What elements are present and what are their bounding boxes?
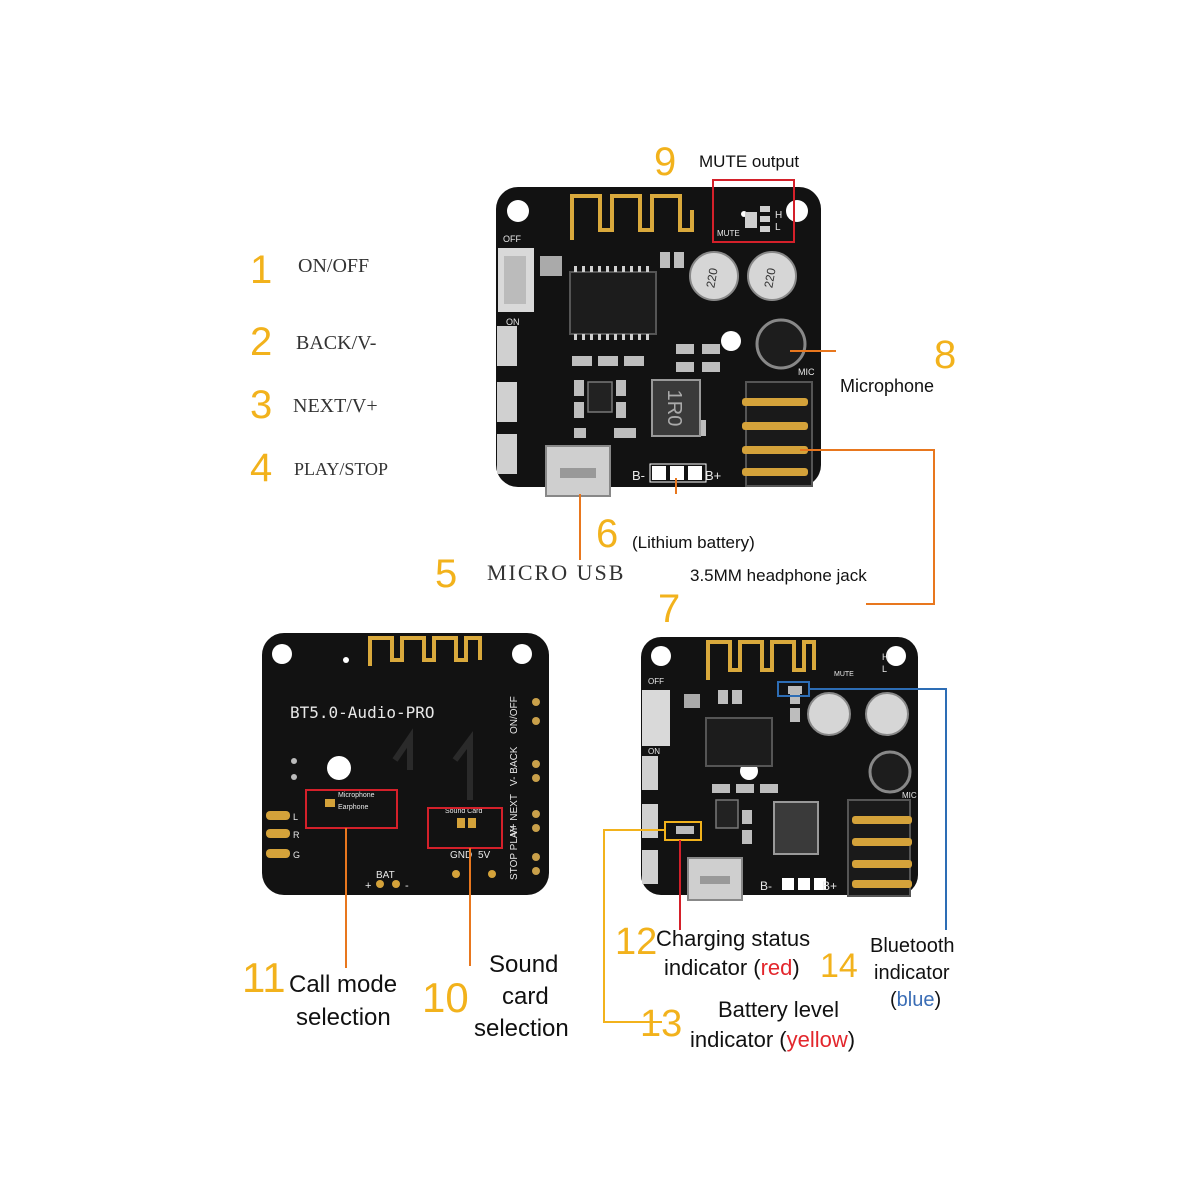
- svg-text:Sound Card: Sound Card: [445, 808, 482, 815]
- number-9: 9: [654, 140, 676, 184]
- label-sound-2: card: [502, 983, 549, 1010]
- number-7: 7: [658, 587, 680, 631]
- label-battery-2: indicator (yellow): [690, 1027, 855, 1052]
- battery-line: [603, 829, 665, 1023]
- label-microphone: Microphone: [840, 376, 934, 396]
- svg-text:5V: 5V: [478, 850, 491, 861]
- label-play: PLAY/STOP: [294, 459, 388, 479]
- sound-card-box: [427, 807, 503, 849]
- label-call-mode-1: Call mode: [289, 971, 397, 998]
- inductor: [651, 379, 701, 437]
- svg-text:OFF: OFF: [503, 234, 521, 244]
- label-bluetooth-3: (blue): [890, 989, 941, 1011]
- svg-text:B+: B+: [705, 468, 721, 483]
- top-board: 1R0 220 220 OFF ON MUTE H L MIC B- B+: [496, 187, 821, 497]
- svg-text:B-: B-: [632, 468, 645, 483]
- label-mute: MUTE output: [699, 152, 799, 171]
- bluetooth-line: [809, 688, 947, 930]
- svg-text:220: 220: [703, 267, 720, 289]
- microphone-part: [755, 318, 807, 370]
- svg-text:V+ NEXT: V+ NEXT: [509, 794, 520, 836]
- svg-text:-: -: [405, 880, 409, 892]
- svg-text:ON/OFF: ON/OFF: [509, 696, 520, 734]
- label-headphone: 3.5MM headphone jack: [690, 566, 867, 585]
- label-next: NEXT/V+: [293, 395, 378, 417]
- main-chip: [569, 271, 657, 335]
- label-sound-3: selection: [474, 1015, 569, 1042]
- next-button: [497, 382, 517, 422]
- number-11: 11: [242, 954, 286, 1001]
- svg-text:ON: ON: [648, 747, 660, 756]
- capacitor-2: [747, 251, 797, 301]
- svg-text:Microphone: Microphone: [338, 792, 375, 799]
- svg-text:L: L: [293, 812, 298, 822]
- svg-text:STOP PLAY: STOP PLAY: [509, 825, 520, 880]
- number-8: 8: [934, 333, 956, 377]
- label-sound-1: Sound: [489, 951, 558, 978]
- svg-text:MIC: MIC: [902, 791, 917, 800]
- back-button: [497, 326, 517, 366]
- number-4: 4: [250, 446, 272, 490]
- svg-text:MIC: MIC: [798, 367, 815, 377]
- svg-text:V- BACK: V- BACK: [509, 746, 520, 786]
- svg-text:BAT: BAT: [376, 870, 395, 881]
- play-button: [497, 434, 517, 474]
- number-13: 13: [640, 1003, 682, 1045]
- label-call-mode-2: selection: [296, 1004, 391, 1031]
- svg-text:R: R: [293, 830, 300, 840]
- number-1: 1: [250, 248, 272, 292]
- svg-text:H: H: [775, 210, 782, 221]
- label-bluetooth-2: indicator: [874, 962, 950, 984]
- svg-text:L: L: [882, 664, 887, 674]
- back-board: BT5.0-Audio-PRO ON/OFF V- BACK V+ NEXT S…: [262, 633, 549, 895]
- label-battery-1: Battery level: [718, 997, 839, 1022]
- back-board-title: BT5.0-Audio-PRO: [290, 703, 435, 722]
- number-5: 5: [435, 552, 457, 596]
- svg-text:L: L: [775, 222, 781, 233]
- front-board-2: B- B+ OFF ON MUTE H L MIC: [641, 637, 918, 901]
- svg-text:B+: B+: [822, 879, 837, 893]
- label-bluetooth-1: Bluetooth: [870, 935, 955, 957]
- svg-text:MUTE: MUTE: [717, 229, 740, 238]
- label-on-off: ON/OFF: [298, 255, 369, 277]
- capacitor-1: [689, 251, 739, 301]
- svg-text:G: G: [293, 850, 300, 860]
- label-lithium: (Lithium battery): [632, 533, 755, 552]
- number-2: 2: [250, 320, 272, 364]
- number-3: 3: [250, 383, 272, 427]
- mute-box: [712, 179, 795, 243]
- number-14: 14: [820, 947, 858, 985]
- svg-text:H: H: [882, 652, 889, 662]
- number-6: 6: [596, 512, 618, 556]
- svg-text:OFF: OFF: [648, 677, 664, 686]
- label-charging-2: indicator (red): [664, 955, 800, 980]
- svg-text:220: 220: [761, 267, 778, 289]
- number-12: 12: [615, 921, 657, 963]
- svg-text:ON: ON: [506, 317, 520, 327]
- svg-text:1R0: 1R0: [663, 390, 685, 427]
- svg-text:GND: GND: [450, 850, 472, 861]
- svg-text:B-: B-: [760, 879, 772, 893]
- number-10: 10: [422, 974, 469, 1021]
- svg-text:Earphone: Earphone: [338, 804, 368, 811]
- label-micro-usb: MICRO USB: [487, 560, 625, 585]
- call-mode-box: [305, 789, 398, 829]
- jack-callout-line: [800, 449, 935, 605]
- label-charging-1: Charging status: [656, 926, 810, 951]
- svg-text:+: +: [365, 880, 371, 892]
- svg-text:MUTE: MUTE: [834, 671, 854, 678]
- label-back: BACK/V-: [296, 332, 376, 354]
